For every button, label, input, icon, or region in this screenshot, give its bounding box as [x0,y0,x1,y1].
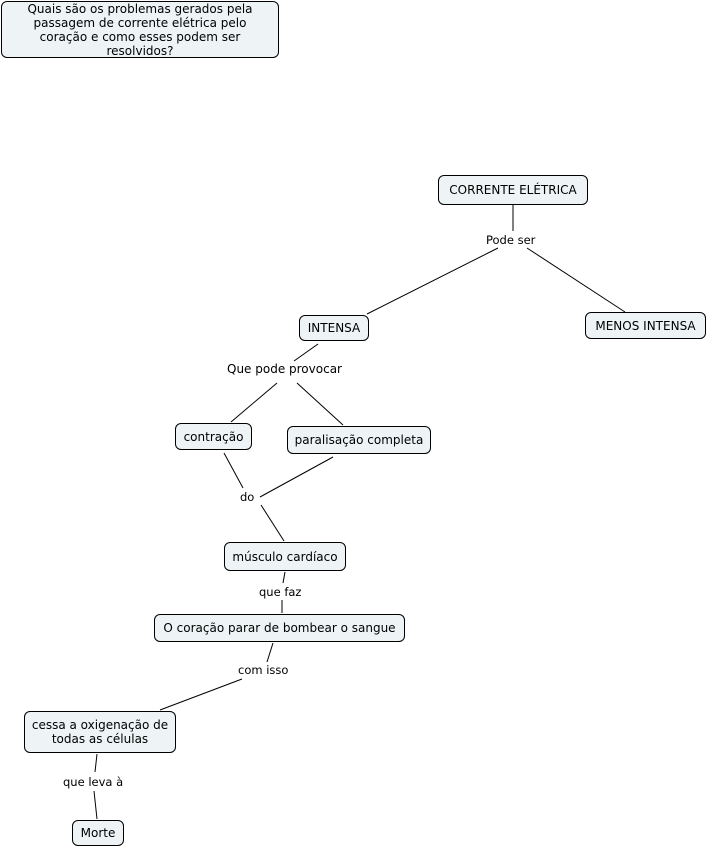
link-que-leva-morte [93,790,98,820]
node-morte[interactable]: Morte [72,820,124,846]
label-do: do [240,490,255,504]
node-cessa-oxigenacao[interactable]: cessa a oxigenação de todas as células [24,711,176,753]
link-paralisacao-do [259,456,334,498]
link-provocar-contracao [230,382,278,423]
label-que-leva: que leva à [63,775,124,789]
label-com-isso: com isso [238,663,289,677]
link-coracao-com-isso [266,642,274,663]
link-pode-ser-intensa [366,247,499,315]
label-que-faz: que faz [259,585,302,599]
link-do-musculo [260,504,285,542]
node-musculo-cardiaco[interactable]: músculo cardíaco [224,542,346,571]
link-oxigenacao-que-leva [94,753,98,773]
link-musculo-que-faz [282,571,286,584]
node-paralisacao-completa[interactable]: paralisação completa [287,426,431,454]
link-contracao-do [223,452,244,489]
label-pode-ser: Pode ser [486,233,536,247]
node-corrente-eletrica[interactable]: CORRENTE ELÉTRICA [438,175,588,205]
node-contracao[interactable]: contração [175,423,252,450]
node-coracao-parar[interactable]: O coração parar de bombear o sangue [154,614,405,642]
link-intensa-que-pode-provocar [293,343,319,362]
link-provocar-paralisacao [296,382,344,426]
question-box: Quais são os problemas gerados pela pass… [1,1,279,58]
link-com-isso-oxigenacao [159,678,243,711]
link-pode-ser-menos-intensa [526,247,626,313]
node-menos-intensa[interactable]: MENOS INTENSA [585,312,706,339]
label-que-pode-provocar: Que pode provocar [227,362,342,376]
node-intensa[interactable]: INTENSA [299,315,369,341]
